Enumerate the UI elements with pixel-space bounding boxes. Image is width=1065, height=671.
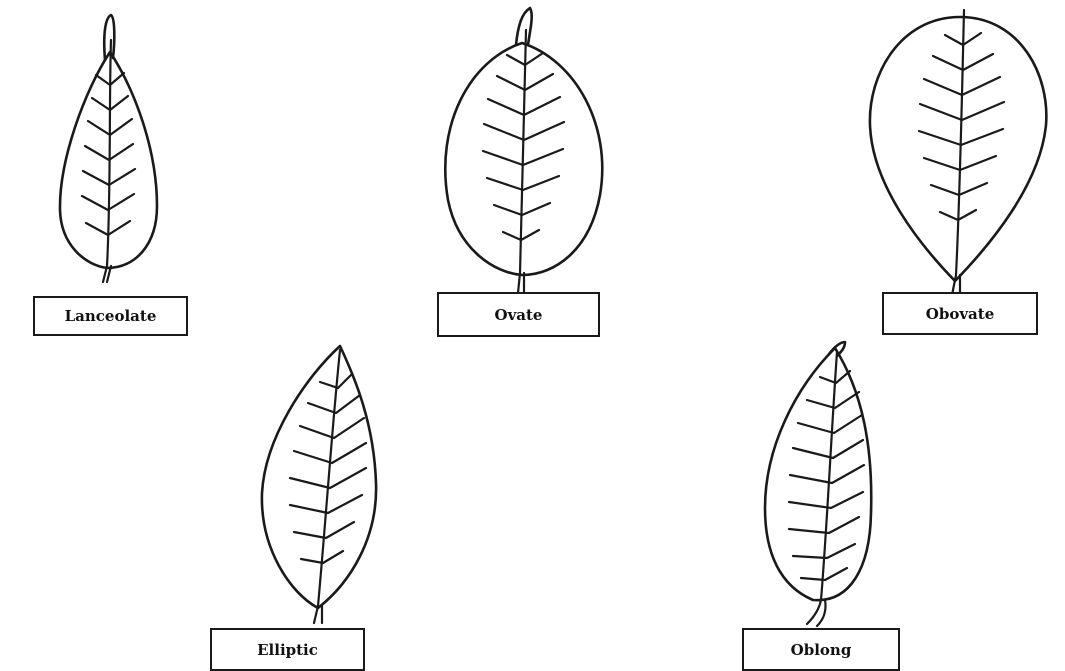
lanceolate-label: Lanceolate [33, 296, 188, 336]
elliptic-leaf-outline [262, 346, 376, 608]
elliptic-label: Elliptic [210, 628, 365, 671]
elliptic-leaf-veins [290, 374, 366, 563]
ovate-label: Ovate [437, 292, 600, 337]
oblong-label: Oblong [742, 628, 900, 671]
obovate-leaf-midrib [952, 10, 964, 295]
obovate-label: Obovate [882, 292, 1038, 335]
elliptic-leaf-drawing [250, 338, 390, 628]
lanceolate-leaf-drawing [45, 10, 175, 295]
lanceolate-leaf-midrib [103, 40, 111, 282]
ovate-leaf-tip [516, 8, 532, 45]
lanceolate-leaf-veins [82, 73, 135, 235]
oblong-leaf-veins [789, 371, 864, 580]
oblong-leaf-drawing [755, 338, 885, 628]
oblong-leaf-midrib [807, 352, 837, 626]
ovate-leaf-drawing [430, 5, 620, 295]
obovate-leaf-drawing [860, 5, 1060, 295]
oblong-leaf-outline [765, 348, 871, 600]
ovate-leaf-midrib [518, 30, 526, 293]
